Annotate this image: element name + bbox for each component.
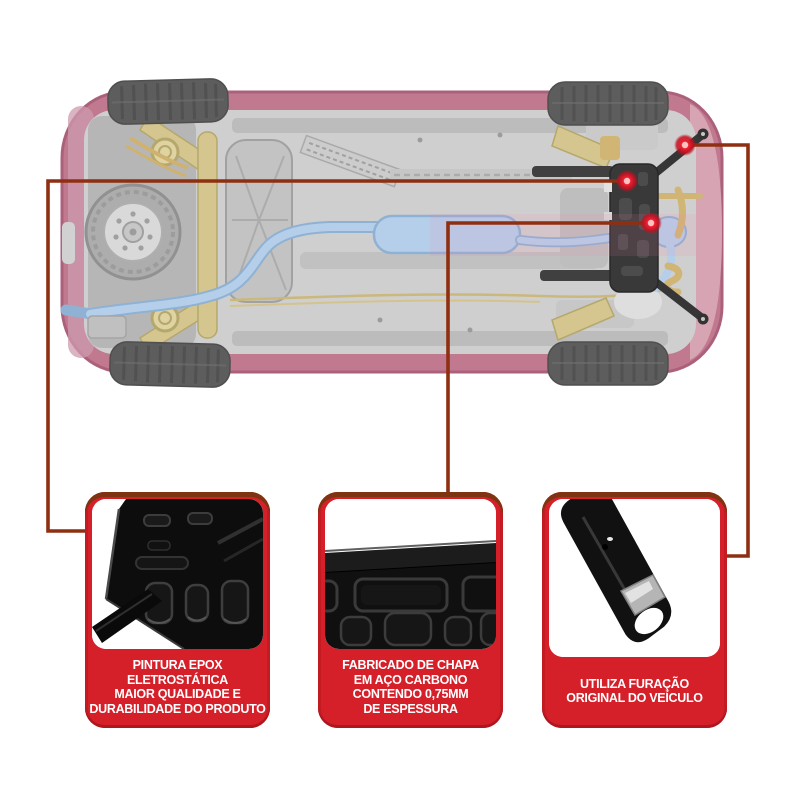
top-crossbar: [532, 166, 614, 177]
callout-box-furacao: UTILIZA FURAÇÃO ORIGINAL DO VEÍCULO: [542, 492, 727, 728]
front-bumper: [690, 104, 722, 360]
plate-edge-image: [325, 499, 496, 649]
front-control-arms: [551, 124, 615, 342]
banner-line: ORIGINAL DO VEÍCULO: [566, 691, 703, 705]
wheel-front-bottom: [546, 340, 670, 387]
skid-plate-surface-image: [92, 499, 263, 649]
callout-line-1: [46, 179, 627, 533]
mounting-arm-image: [549, 499, 720, 657]
banner-line: FABRICADO DE CHAPA: [342, 658, 479, 672]
banner-furacao: UTILIZA FURAÇÃO ORIGINAL DO VEÍCULO: [546, 660, 723, 722]
photo-mounting-arm: [549, 499, 720, 657]
callout-box-pintura: PINTURA EPOX ELETROSTÁTICA MAIOR QUALIDA…: [85, 492, 270, 728]
callout-box-chapa: FABRICADO DE CHAPA EM AÇO CARBONO CONTEN…: [318, 492, 503, 728]
banner-line: PINTURA EPOX: [132, 658, 223, 672]
callout-line-3: [685, 143, 750, 558]
brake-pipes: [128, 136, 189, 170]
banner-chapa: FABRICADO DE CHAPA EM AÇO CARBONO CONTEN…: [322, 652, 499, 722]
banner-line: CONTENDO 0,75MM: [352, 687, 469, 701]
wheel-rear-left-top: [105, 76, 231, 127]
banner-line: ELETROSTÁTICA: [127, 672, 228, 687]
photo-plate-edge: [325, 499, 496, 649]
heat-shield: [390, 169, 572, 182]
wheel-front-top: [546, 80, 670, 127]
strut-bottom: [648, 275, 705, 321]
callout-line-2: [446, 221, 651, 492]
banner-pintura: PINTURA EPOX ELETROSTÁTICA MAIOR QUALIDA…: [89, 652, 266, 722]
callout-lines: [46, 143, 750, 558]
gearbox: [560, 188, 608, 268]
rear-axle-assembly: [125, 114, 218, 354]
photo-skid-plate-surface: [92, 499, 263, 649]
crossmember: [300, 252, 600, 269]
banner-line: EM AÇO CARBONO: [353, 672, 468, 687]
rear-tow-bracket: [87, 315, 127, 339]
banner-line: UTILIZA FURAÇÃO: [580, 676, 689, 691]
oil-pan: [614, 285, 662, 319]
banner-line: DE ESPESSURA: [363, 701, 458, 716]
wheel-rear-left-bottom: [107, 339, 233, 390]
callout-dots: [616, 134, 696, 234]
car-body-group: [60, 76, 724, 390]
rear-bumper-insert: [62, 222, 75, 264]
spare-tire: [84, 183, 182, 281]
banner-line: MAIOR QUALIDADE E: [114, 687, 241, 701]
banner-line: DURABILIDADE DO PRODUTO: [89, 701, 266, 716]
